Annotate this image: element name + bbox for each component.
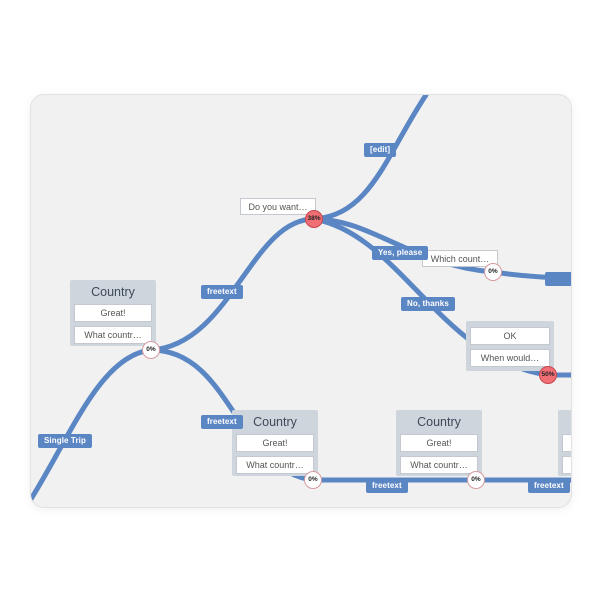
card-reply[interactable] (562, 434, 571, 452)
progress-node[interactable]: 0% (484, 263, 502, 281)
tag-partial-right[interactable] (545, 272, 571, 286)
edge-to-do-you-want (148, 216, 317, 353)
tag-single-trip[interactable]: Single Trip (38, 434, 92, 448)
card-reply[interactable]: Great! (400, 434, 478, 452)
flow-canvas[interactable]: Country Great! What countr… Country Grea… (30, 94, 572, 508)
country-card-4-partial[interactable] (558, 410, 571, 476)
option-ok[interactable]: OK (470, 327, 550, 345)
progress-node[interactable]: 0% (467, 471, 485, 489)
edge-yes-please (311, 216, 496, 275)
tag-yes-please[interactable]: Yes, please (372, 246, 429, 260)
edge-start (31, 347, 154, 502)
card-reply[interactable]: Great! (236, 434, 314, 452)
options-card[interactable]: OK When would… (466, 321, 554, 371)
tag-freetext-3[interactable]: freetext (366, 479, 408, 493)
option-when-would[interactable]: When would… (470, 349, 550, 367)
progress-node[interactable]: 50% (539, 366, 557, 384)
country-card-1[interactable]: Country Great! What countr… (70, 280, 156, 346)
progress-node[interactable]: 0% (304, 471, 322, 489)
tag-freetext-1[interactable]: freetext (201, 285, 243, 299)
progress-node[interactable]: 0% (142, 341, 160, 359)
tag-no-thanks[interactable]: No, thanks (401, 297, 455, 311)
card-reply[interactable]: Great! (74, 304, 152, 322)
tag-freetext-2[interactable]: freetext (201, 415, 243, 429)
card-title: Country (253, 415, 297, 429)
card-question[interactable] (562, 456, 571, 474)
card-title: Country (417, 415, 461, 429)
card-question[interactable]: What countr… (74, 326, 152, 344)
country-card-2[interactable]: Country Great! What countr… (232, 410, 318, 476)
card-question[interactable]: What countr… (236, 456, 314, 474)
country-card-3[interactable]: Country Great! What countr… (396, 410, 482, 476)
card-question[interactable]: What countr… (400, 456, 478, 474)
card-title (562, 414, 571, 430)
bubble-do-you-want[interactable]: Do you want… (240, 198, 316, 215)
edge-edit-up (311, 95, 429, 222)
progress-node[interactable]: 38% (305, 210, 323, 228)
tag-freetext-4[interactable]: freetext (528, 479, 570, 493)
card-title: Country (91, 285, 135, 299)
tag-edit[interactable]: [edit] (364, 143, 397, 157)
